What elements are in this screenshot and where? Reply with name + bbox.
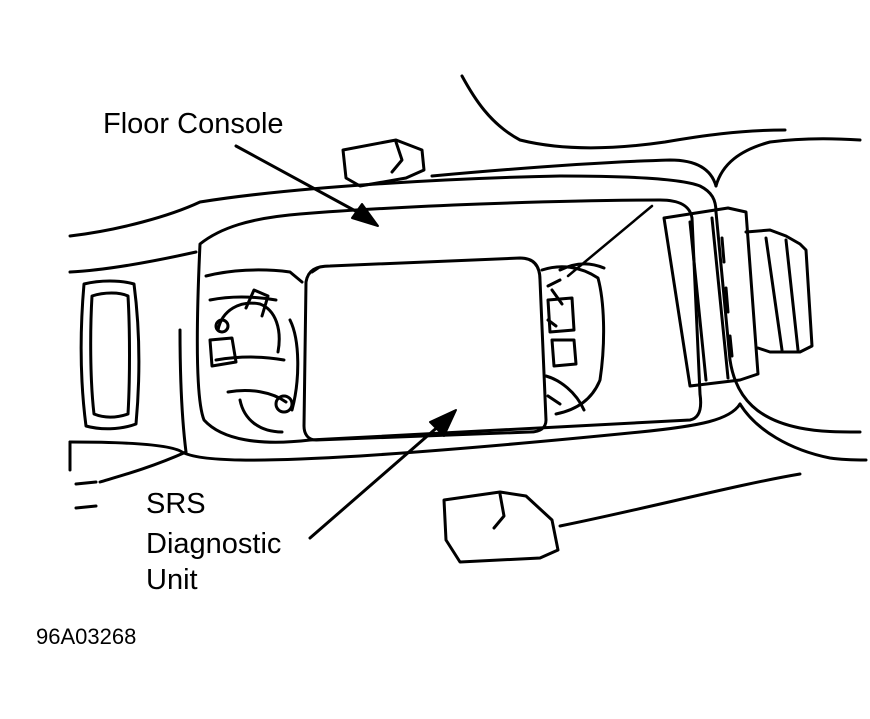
srs-unit-label-line-2: Diagnostic [146,528,282,560]
console-body-outline [70,176,740,482]
harness-leader-line [568,206,652,276]
upper-trim-lines [432,76,860,186]
figure-id: 96A03268 [36,624,137,649]
srs-unit-box [304,258,546,440]
right-connector-harness [542,264,604,414]
left-dash-marks [76,482,96,508]
left-vent-opening [81,281,139,429]
left-wiring-bracket [206,270,302,432]
lower-lever-outline [444,492,558,562]
floor-console-label: Floor Console [103,108,284,140]
floor-console-arrow [236,146,378,226]
shift-boot-outline [343,140,424,186]
srs-unit-arrow [310,410,456,538]
right-lower-trim [560,360,866,526]
srs-unit-label-line-1: SRS [146,488,206,520]
rear-panel-block [664,208,812,386]
srs-unit-label-line-3: Unit [146,564,198,596]
